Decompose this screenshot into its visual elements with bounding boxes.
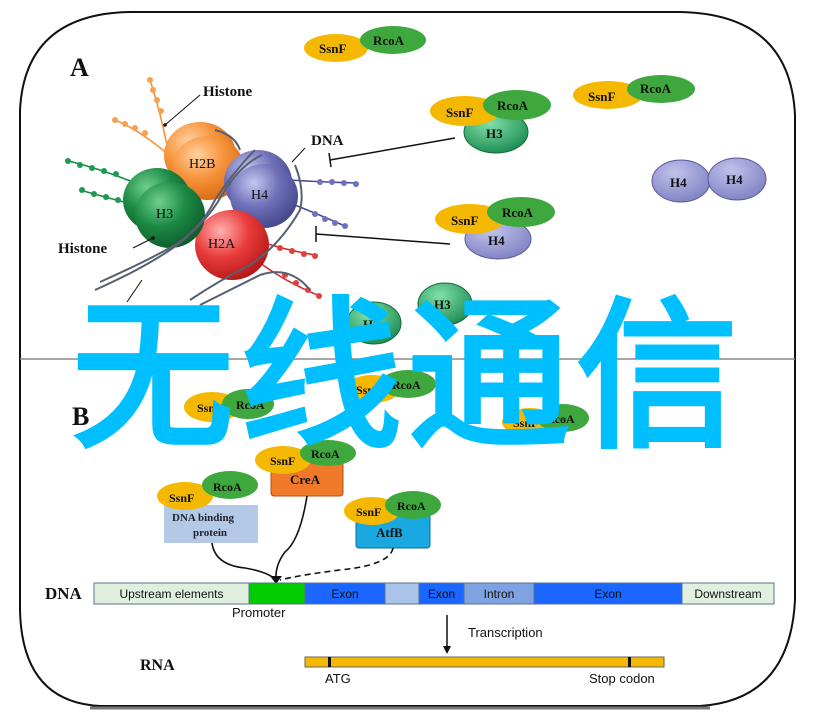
panel-a-label: A	[70, 53, 89, 82]
ssnf-label: SsnF	[169, 491, 194, 505]
ssnf-label: SsnF	[356, 383, 381, 397]
ssnf-label: SsnF	[588, 89, 616, 104]
rounded-frame	[19, 11, 796, 707]
h3-label: H3	[363, 317, 380, 332]
dna-helix	[94, 129, 311, 306]
histone-h3[interactable]	[135, 182, 205, 248]
ssnf-label: SsnF	[197, 401, 222, 415]
complex-right-ssnf-rcoa[interactable]: SsnF RcoA	[573, 75, 695, 109]
callout-line-histone-left	[132, 237, 154, 249]
complex-top-ssnf-rcoa[interactable]: SsnF RcoA	[304, 26, 426, 62]
h4-dimer[interactable]: H4 H4	[651, 157, 767, 203]
start-codon-mark	[328, 657, 331, 667]
h3-label: H3	[434, 297, 451, 312]
rcoa-label: RcoA	[236, 398, 265, 412]
dna-label: DNA	[45, 584, 83, 603]
callout-histone-top: Histone	[203, 84, 253, 100]
panel-b-label: B	[72, 402, 89, 431]
h4-label: H4	[670, 175, 687, 190]
histone-label-h4: H4	[251, 188, 268, 203]
gene-bar: Upstream elements Exon Exon Intron Exon Downs…	[93, 582, 775, 605]
transcription-arrow	[443, 615, 451, 654]
gene-segment-label: Exon	[594, 587, 621, 601]
gene-segment[interactable]	[384, 582, 420, 605]
callout-line-dna-bottom	[126, 279, 143, 303]
callout-dna-bottom: DNA	[102, 304, 135, 320]
complex-atfb[interactable]: SsnF RcoA AtfB	[344, 491, 441, 549]
rcoa-label: RcoA	[373, 33, 405, 48]
gene-segment-label: Downstream	[694, 587, 761, 601]
complex-crea[interactable]: SsnF RcoA CreA	[255, 440, 356, 497]
rcoa-label: RcoA	[213, 480, 242, 494]
complex-b-left-pair[interactable]: SsnF RcoA	[184, 389, 274, 422]
gene-segment-label: Exon	[428, 587, 455, 601]
histone-h2a[interactable]	[195, 210, 269, 280]
ssnf-label: SsnF	[319, 41, 347, 56]
callout-dna-right: DNA	[311, 133, 344, 149]
ssnf-label: SsnF	[446, 105, 474, 120]
gene-segment[interactable]	[248, 582, 306, 605]
dna-binding-label-2: protein	[193, 527, 227, 539]
atfb-label: AtfB	[376, 525, 403, 540]
nucleosome: H2B H4 H3 H2A Histone DNA Histone DNA	[58, 77, 359, 320]
crea-label: CreA	[290, 472, 321, 487]
h3-label: H3	[486, 126, 503, 141]
complex-dna-binding-protein[interactable]: SsnF RcoA DNA binding protein	[157, 471, 258, 543]
atg-label: ATG	[325, 671, 351, 686]
histone-label-h2b: H2B	[189, 157, 215, 172]
rcoa-label: RcoA	[497, 98, 529, 113]
rna-transcript[interactable]	[304, 656, 665, 668]
promoter-label: Promoter	[232, 605, 286, 620]
h4-label: H4	[488, 233, 505, 248]
stop-codon-mark	[628, 657, 631, 667]
histone-label-h3: H3	[156, 207, 173, 222]
complex-h3-bound[interactable]: SsnF RcoA H3	[430, 90, 551, 154]
inhibition-arrows	[315, 137, 456, 245]
gene-segment[interactable]	[681, 582, 775, 605]
rcoa-label: RcoA	[311, 447, 340, 461]
regulation-arrows	[211, 495, 394, 584]
callout-line-histone-top	[164, 94, 201, 126]
callout-histone-left: Histone	[58, 241, 108, 257]
gene-segment-label: Upstream elements	[119, 587, 223, 601]
transcription-label: Transcription	[468, 625, 543, 640]
h3-free-pair[interactable]: H3 H3	[346, 282, 473, 345]
callout-line-dna-right	[291, 147, 306, 163]
rcoa-label: RcoA	[397, 499, 426, 513]
histone-h4[interactable]	[230, 164, 298, 228]
histone-label-h2a: H2A	[208, 237, 236, 252]
gene-segment-label: Exon	[331, 587, 358, 601]
stop-codon-label: Stop codon	[589, 671, 655, 686]
ssnf-label: SsnF	[513, 416, 538, 430]
complex-b-right-pair[interactable]: SsnF RcoA	[502, 404, 589, 436]
ssnf-label: SsnF	[270, 454, 295, 468]
rcoa-label: RcoA	[546, 412, 575, 426]
ssnf-label: SsnF	[356, 505, 381, 519]
complex-b-mid-pair[interactable]: SsnF RcoA	[344, 370, 436, 403]
ssnf-label: SsnF	[451, 213, 479, 228]
rcoa-label: RcoA	[392, 378, 421, 392]
rcoa-label: RcoA	[502, 205, 534, 220]
complex-h4-bound[interactable]: SsnF RcoA H4	[435, 197, 555, 260]
h4-label: H4	[726, 172, 743, 187]
rna-label: RNA	[140, 657, 175, 674]
rcoa-label: RcoA	[640, 81, 672, 96]
dna-binding-label: DNA binding	[172, 512, 235, 524]
gene-segment-label: Intron	[484, 587, 515, 601]
